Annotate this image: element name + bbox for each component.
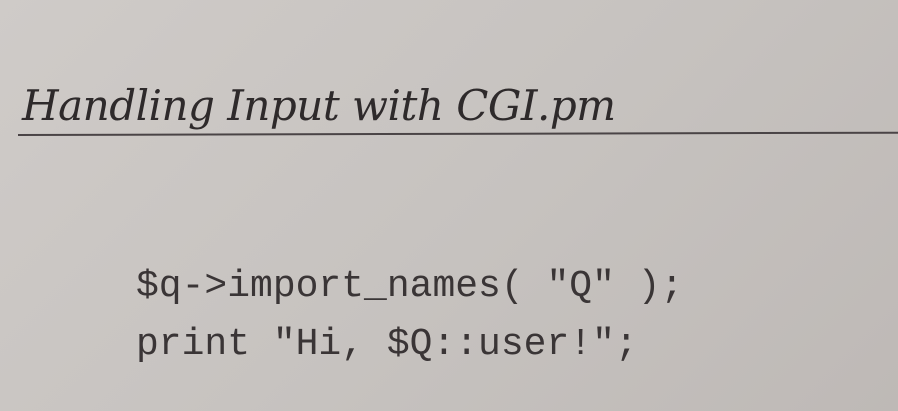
code-line-2: print "Hi, $Q::user!";: [136, 323, 638, 366]
section-heading: Handling Input with CGI.pm: [22, 81, 616, 130]
code-block: $q->import_names( "Q" );print "Hi, $Q::u…: [136, 258, 683, 374]
code-line-1: $q->import_names( "Q" );: [136, 265, 684, 308]
